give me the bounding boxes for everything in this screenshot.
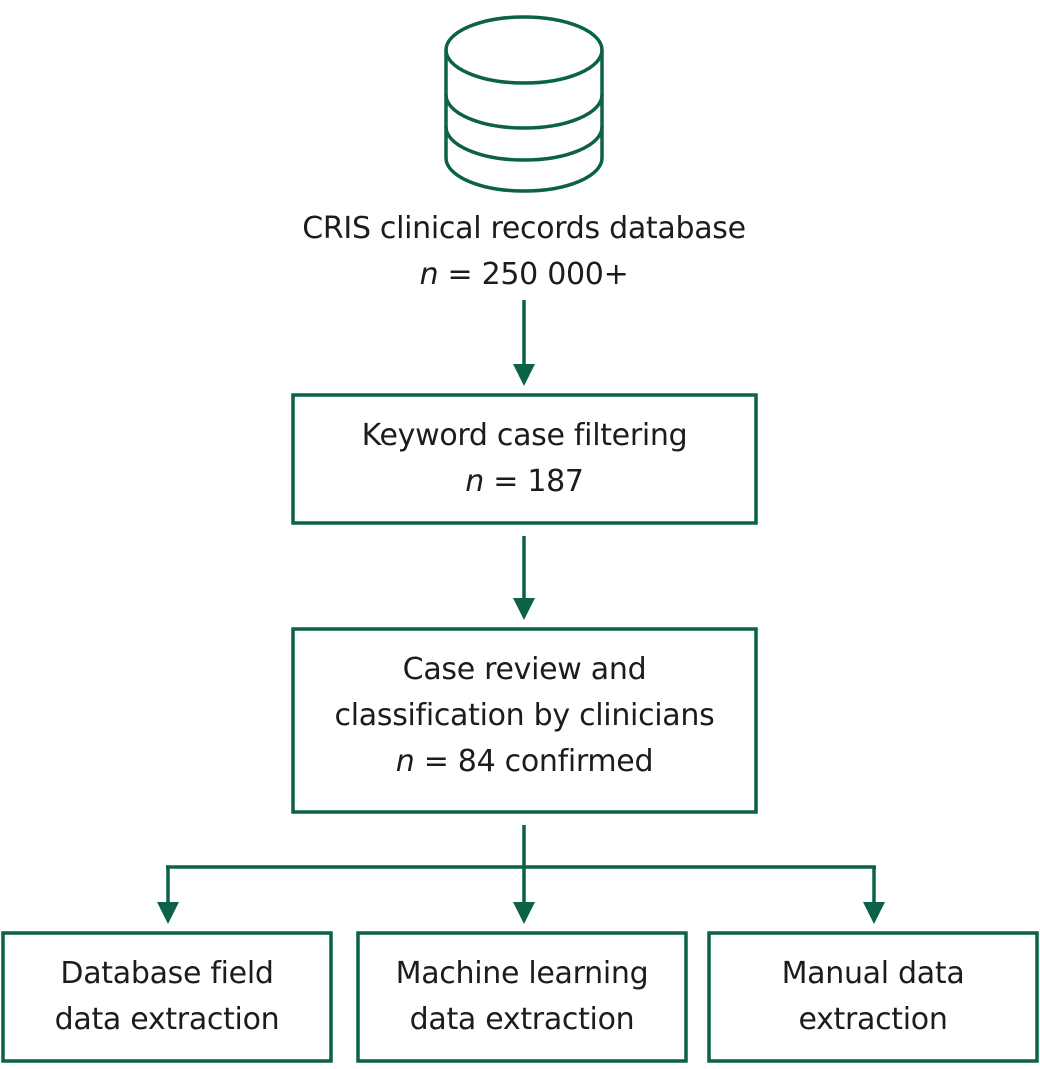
step-label-case-review: Case review and classification by clinic… [293, 647, 756, 785]
step-2-count: n = 84 confirmed [293, 739, 756, 785]
step-1-count-value: = 187 [484, 464, 584, 499]
n-symbol: n [395, 744, 415, 779]
output-label-manual: Manual data extraction [709, 951, 1037, 1043]
step-1-count: n = 187 [293, 459, 756, 505]
step-box-keyword-filtering [291, 393, 758, 525]
step-2-count-value: = 84 confirmed [414, 744, 654, 779]
output-3-line-1: Manual data [781, 956, 965, 991]
output-label-database-field: Database field data extraction [3, 951, 331, 1043]
arrow-source-to-filtering [513, 300, 535, 386]
source-count: n = 250 000+ [224, 252, 824, 298]
output-label-machine-learning: Machine learning data extraction [358, 951, 686, 1043]
output-1-line-2: data extraction [54, 1002, 280, 1037]
database-icon [444, 15, 604, 193]
output-3-line-2: extraction [798, 1002, 948, 1037]
arrow-filtering-to-review [513, 536, 535, 620]
output-box-machine-learning [356, 931, 688, 1063]
arrow-review-to-outputs [157, 825, 885, 924]
n-symbol: n [465, 464, 485, 499]
output-box-manual [707, 931, 1039, 1063]
output-2-line-2: data extraction [409, 1002, 635, 1037]
output-box-database-field [1, 931, 333, 1063]
output-1-line-1: Database field [60, 956, 274, 991]
step-2-line-2: classification by clinicians [334, 698, 715, 733]
step-label-keyword-filtering: Keyword case filtering n = 187 [293, 413, 756, 505]
step-2-line-1: Case review and [402, 652, 647, 687]
arrowhead-right [863, 902, 885, 924]
n-symbol: n [419, 257, 439, 292]
source-title: CRIS clinical records database [302, 211, 746, 246]
step-1-line-1: Keyword case filtering [361, 418, 688, 453]
output-2-line-1: Machine learning [395, 956, 649, 991]
arrowhead-left [157, 902, 179, 924]
arrowhead-center [513, 902, 535, 924]
source-count-value: = 250 000+ [438, 257, 629, 292]
step-box-case-review [291, 627, 758, 814]
source-label: CRIS clinical records database n = 250 0… [224, 206, 824, 298]
